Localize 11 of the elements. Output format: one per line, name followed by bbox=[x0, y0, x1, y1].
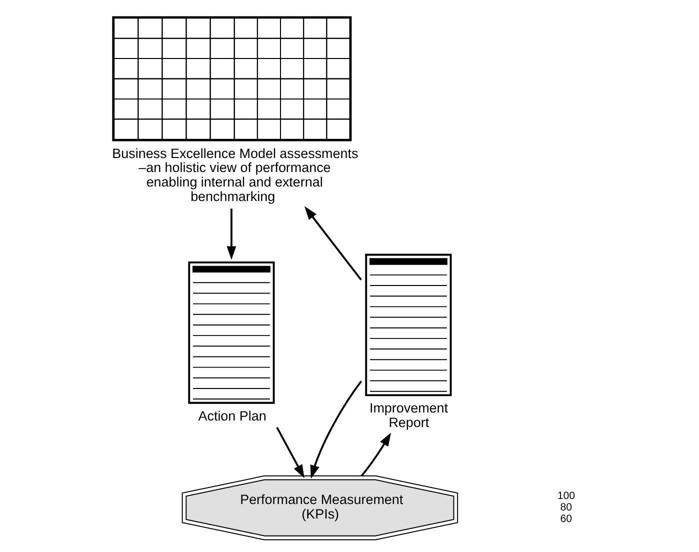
arrow bbox=[226, 208, 236, 260]
label: 60 bbox=[560, 513, 572, 526]
node-label: Action Plan bbox=[198, 408, 266, 424]
arrow bbox=[310, 380, 362, 479]
arrow bbox=[304, 206, 362, 280]
node-label: Improvement Report bbox=[368, 400, 448, 430]
arrow bbox=[276, 427, 304, 478]
arrow bbox=[360, 432, 391, 477]
node-label: Business Excellence Model assessments –an holistic view of performance enabling internal and external benchmarking bbox=[112, 146, 358, 204]
label: 100 bbox=[556, 490, 575, 502]
label: 80 bbox=[560, 502, 572, 514]
